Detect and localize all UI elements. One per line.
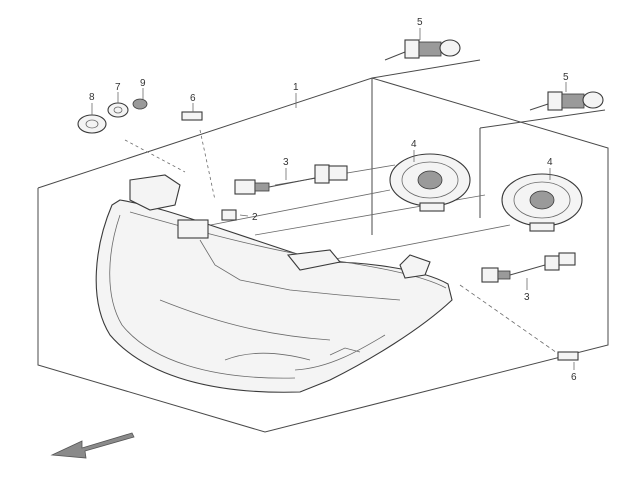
- callout-1: 1: [293, 82, 299, 93]
- part-8-grommet: [77, 114, 107, 134]
- part-4-socket-right: [501, 173, 583, 232]
- part-6-bulb-lower: [557, 351, 579, 361]
- callout-4-right: 4: [547, 157, 553, 168]
- callout-6-lower: 6: [571, 372, 577, 383]
- callout-7: 7: [115, 82, 121, 93]
- part-2-clip: [221, 209, 237, 221]
- part-4-socket-left: [389, 153, 471, 212]
- assembly-frame: [37, 59, 609, 433]
- part-5-bulb-upper: [384, 39, 461, 61]
- callout-5-right: 5: [563, 72, 569, 83]
- callout-5-upper: 5: [417, 17, 423, 28]
- callout-leaders: [91, 28, 575, 370]
- front-direction-arrow: [50, 432, 135, 459]
- callout-9: 9: [140, 78, 146, 89]
- callout-3-lower: 3: [524, 292, 530, 303]
- part-3-bulb-upper: [234, 164, 348, 195]
- callout-2: 2: [252, 212, 258, 223]
- callout-8: 8: [89, 92, 95, 103]
- callout-4-left: 4: [411, 139, 417, 150]
- callout-3-upper: 3: [283, 157, 289, 168]
- part-5-bulb-right: [529, 91, 604, 111]
- headlight-housing: [95, 174, 453, 393]
- part-3-bulb-lower: [481, 252, 576, 283]
- callout-6-upper: 6: [190, 93, 196, 104]
- part-7-washer: [107, 102, 129, 118]
- part-6-bulb-upper: [181, 111, 203, 121]
- part-9-nut: [132, 98, 148, 110]
